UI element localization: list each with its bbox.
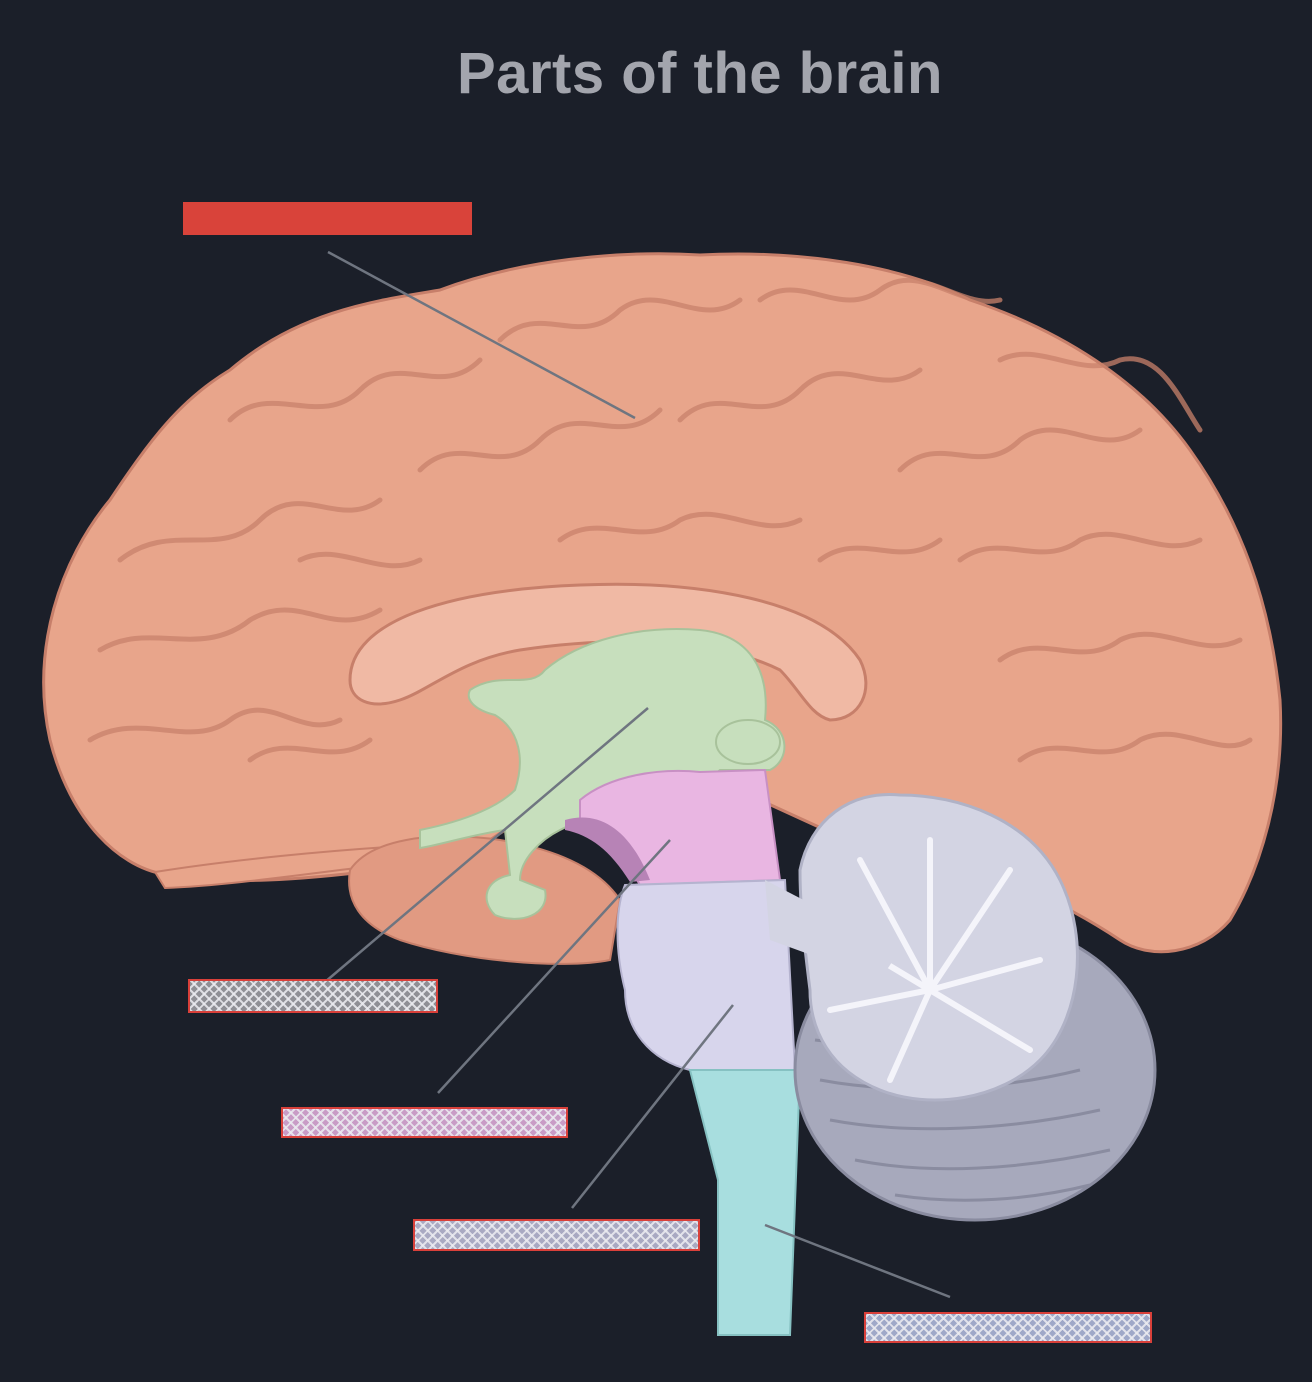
telencephalon-label — [185, 204, 470, 233]
cerebellar-peduncle — [765, 880, 900, 980]
pons-region — [616, 878, 797, 1071]
diencephalon-label — [190, 981, 436, 1011]
mesencephalon-label-mask[interactable] — [281, 1107, 568, 1138]
arbor-vitae — [777, 837, 1043, 1083]
diencephalon-region — [419, 628, 786, 920]
myelencephalon-label-mask[interactable] — [864, 1312, 1152, 1343]
medulla-region — [688, 1069, 802, 1336]
leader-lines — [324, 250, 951, 1299]
mesencephalon-label — [283, 1109, 566, 1136]
page-title: Parts of the brain — [457, 41, 943, 106]
temporal-region — [348, 835, 622, 965]
corpus-callosum — [348, 582, 868, 722]
myelencephalon-label — [866, 1314, 1150, 1341]
metencephalon-label-mask[interactable] — [413, 1219, 700, 1251]
diencephalon-bump — [715, 719, 781, 765]
diencephalon-label-mask[interactable] — [188, 979, 438, 1013]
metencephalon-label — [415, 1221, 698, 1249]
telencephalon-label-mask[interactable] — [183, 202, 472, 235]
mesencephalon-shade — [565, 817, 650, 882]
gyri-texture — [87, 277, 1253, 763]
